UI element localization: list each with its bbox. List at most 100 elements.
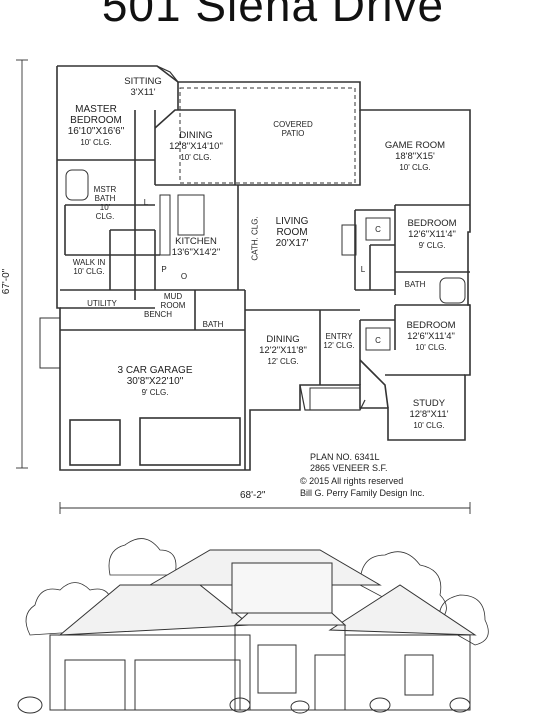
closet: [365, 217, 391, 241]
room-name: DINING: [179, 130, 213, 141]
room-ceiling: 10' CLG.: [399, 163, 431, 172]
room-name: KITCHEN: [175, 236, 217, 247]
room-ceiling: 10' CLG.: [73, 267, 105, 276]
shrub: [449, 697, 471, 713]
bay-window: [156, 65, 179, 83]
oven-marker: O: [180, 272, 188, 281]
garage-wall: [49, 634, 251, 711]
center-wall: [234, 624, 346, 711]
room-name: MSTR BATH: [93, 185, 117, 203]
designer: Bill G. Perry Family Design Inc.: [300, 488, 425, 498]
garage-storage: [39, 317, 61, 369]
wall: [240, 110, 361, 186]
room-dimensions: 12'8"X11': [409, 409, 449, 420]
front-door: [314, 654, 346, 711]
room-ceiling: 10' CLG.: [95, 203, 115, 221]
front-window: [257, 644, 297, 694]
room-dining-front: DINING 12'2"X11'8" 12' CLG.: [250, 334, 316, 367]
garage-roof: [58, 584, 252, 636]
room-name: DINING: [266, 334, 300, 345]
room-ceiling: 9' CLG.: [418, 241, 446, 250]
wall: [359, 359, 389, 409]
front-porch: [309, 387, 361, 411]
room-entry: ENTRY 12' CLG.: [320, 332, 358, 350]
room-bedroom-2: BEDROOM 12'6"X11'4" 9' CLG.: [398, 218, 466, 251]
bathtub: [439, 277, 466, 304]
room-mud-room: MUD ROOM: [158, 292, 188, 310]
room-name: COVERED PATIO: [273, 120, 313, 138]
tree-right-2: [438, 594, 489, 646]
room-master-bedroom: MASTER BEDROOM 16'10"X16'6" 10' CLG.: [60, 104, 132, 148]
pantry-marker: P: [161, 265, 167, 274]
shrub: [229, 697, 251, 713]
room-dimensions: 30'8"X22'10": [126, 376, 184, 387]
room-study: STUDY 12'8"X11' 10' CLG.: [396, 398, 462, 431]
garage-door: [69, 419, 121, 466]
room-bath-2: BATH: [198, 320, 228, 329]
room-name: MASTER BEDROOM: [70, 104, 122, 126]
room-walk-in: WALK IN 10' CLG.: [70, 258, 108, 276]
fireplace: [341, 224, 357, 256]
room-name: WALK IN: [72, 258, 106, 267]
room-dimensions: 12'6"X11'4": [408, 229, 456, 240]
room-bath: BATH: [400, 280, 430, 289]
copyright-text: 2015 All rights reserved: [309, 476, 404, 486]
room-dimensions: 12'8"X14'10": [169, 141, 223, 152]
room-name: STUDY: [412, 398, 446, 409]
room-name: GAME ROOM: [384, 140, 446, 151]
linen-marker: L: [360, 265, 366, 274]
room-dimensions: 3'X11': [130, 87, 156, 98]
room-dining-rear: DINING 12'8"X14'10" 10' CLG.: [160, 130, 232, 163]
plan-number: PLAN NO. 6341L: [310, 452, 380, 462]
room-master-bath: MSTR BATH 10' CLG.: [90, 185, 120, 221]
room-covered-patio: COVERED PATIO: [268, 120, 318, 138]
mud-room-bench: BENCH: [138, 310, 178, 319]
tree-left-2: [108, 538, 177, 576]
right-wing-wall: [344, 634, 471, 711]
wall: [154, 109, 236, 185]
ceiling-type: CATH. CLG.: [250, 216, 260, 261]
right-window: [404, 654, 434, 696]
room-garage: 3 CAR GARAGE 30'8"X22'10" 9' CLG.: [100, 365, 210, 398]
room-living-room: LIVING ROOM 20'X17': [268, 216, 316, 249]
room-dimensions: 12'6"X11'4": [407, 331, 455, 342]
garage-door-2: [134, 659, 241, 711]
closet-marker: C: [375, 336, 381, 345]
room-name: UTILITY: [87, 299, 117, 308]
front-elevation: [17, 538, 489, 714]
room-dimensions: 20'X17': [275, 238, 309, 249]
room-kitchen: KITCHEN 13'6"X14'2": [162, 236, 230, 258]
room-ceiling: 10' CLG.: [80, 138, 112, 147]
room-ceiling: 12' CLG.: [267, 357, 299, 366]
room-name: BATH: [202, 320, 224, 329]
tree-right: [359, 551, 447, 626]
center-dormer: [231, 562, 333, 614]
garage-door-1: [64, 659, 126, 711]
room-name: BATH: [404, 280, 426, 289]
bathtub: [65, 169, 89, 201]
linen-marker: L: [143, 198, 149, 207]
copyright: © 2015 All rights reserved: [300, 476, 403, 487]
room-ceiling: 9' CLG.: [141, 388, 169, 397]
veneer-area: 2865 VENEER S.F.: [310, 463, 388, 473]
room-dimensions: 12'2"X11'8": [259, 345, 307, 356]
room-name: ENTRY: [325, 332, 353, 341]
shrub: [17, 696, 43, 714]
right-wing-roof: [328, 584, 477, 636]
property-title: 501 Siena Drive: [101, 0, 445, 31]
room-ceiling: 10' CLG.: [415, 343, 447, 352]
covered-patio: [179, 87, 356, 184]
room-ceiling: 12' CLG.: [323, 341, 355, 350]
width-dimension: 68'-2": [240, 490, 266, 501]
shrub: [290, 700, 310, 714]
floor-plan: [16, 59, 471, 514]
room-dimensions: 16'10"X16'6": [67, 126, 125, 137]
room-name: LIVING ROOM: [275, 216, 309, 238]
room-name: MUD ROOM: [160, 292, 186, 310]
garage-door: [139, 417, 241, 466]
copyright-symbol: ©: [300, 476, 307, 486]
room-dimensions: 13'6"X14'2": [171, 247, 221, 258]
room-sitting: SITTING 3'X11': [118, 76, 168, 98]
depth-dimension: 67'-0": [1, 268, 13, 295]
room-ceiling: 10' CLG.: [180, 153, 212, 162]
